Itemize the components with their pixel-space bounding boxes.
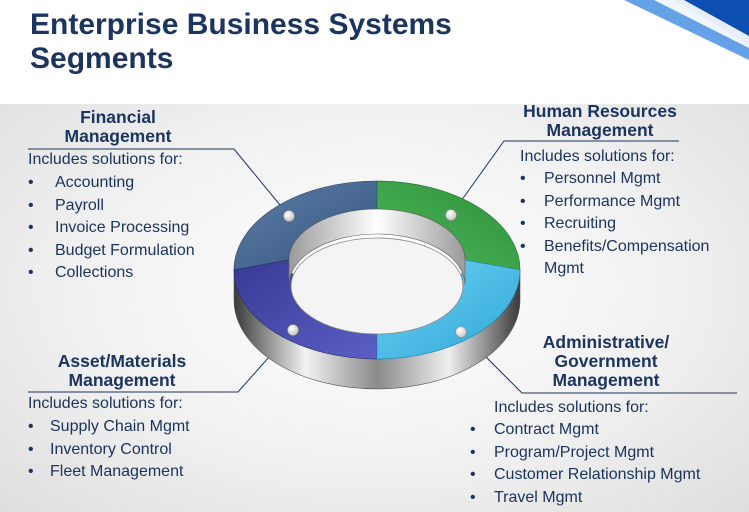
list-item: • Program/Project Mgmt <box>470 442 700 465</box>
bullet-icon: • <box>520 237 526 255</box>
list-item-text: Inventory Control <box>50 440 172 458</box>
bullet-icon: • <box>470 421 476 438</box>
admin-solution-list: • Contract Mgmt • Program/Project Mgmt • Cu… <box>470 419 700 509</box>
list-item-text: Personnel Mgmt <box>544 170 661 187</box>
list-item-continuation: Mgmt <box>520 258 709 281</box>
slide-title-line-2: Segments <box>30 42 174 75</box>
financial-heading-line: Management <box>64 126 172 146</box>
list-item: • Payroll <box>28 195 195 218</box>
list-item-text: Collections <box>55 264 134 281</box>
list-item: • Invoice Processing <box>28 217 195 240</box>
list-item-text: Contract Mgmt <box>494 421 599 438</box>
asset-dot <box>287 324 299 336</box>
corner-accent-white-stripe <box>654 0 749 48</box>
hr-heading-line: Management <box>546 120 654 140</box>
hr-heading: Human Resources Management <box>502 102 698 140</box>
corner-accent-graphic <box>624 0 749 60</box>
list-item-text: Fleet Management <box>50 463 184 480</box>
list-item: • Collections <box>28 262 195 285</box>
asset-solution-list: • Supply Chain Mgmt • Inventory Control • F… <box>28 416 190 484</box>
bullet-icon: • <box>470 443 476 461</box>
admin-heading-line: Government <box>554 351 658 371</box>
asset-heading-line: Management <box>68 370 176 390</box>
ring-inner-hole <box>290 237 464 335</box>
bullet-icon: • <box>470 466 476 483</box>
list-item-text: Travel Mgmt <box>494 488 583 506</box>
admin-heading: Administrative/ Government Management <box>526 333 686 390</box>
list-item-text: Budget Formulation <box>55 241 195 259</box>
admin-intro: Includes solutions for: <box>494 399 649 416</box>
financial-heading-line: Financial <box>80 107 156 127</box>
hr-heading-line: Human Resources <box>523 101 677 121</box>
asset-intro: Includes solutions for: <box>28 395 183 412</box>
admin-heading-line: Management <box>552 370 660 390</box>
bullet-icon: • <box>520 192 526 210</box>
list-item: • Supply Chain Mgmt <box>28 416 190 439</box>
ring-inner-wall <box>288 208 466 286</box>
bullet-icon: • <box>520 170 526 187</box>
admin-dot <box>455 326 467 338</box>
list-item-text: Benefits/Compensation <box>544 237 710 255</box>
bullet-icon: • <box>28 440 34 458</box>
list-item-text: Performance Mgmt <box>544 192 681 210</box>
list-item-text: Supply Chain Mgmt <box>50 418 190 435</box>
financial-heading: Financial Management <box>38 108 198 146</box>
list-item: • Recruiting <box>520 213 709 236</box>
bullet-icon: • <box>28 196 34 214</box>
asset-heading: Asset/Materials Management <box>36 352 208 390</box>
list-item-text: Customer Relationship Mgmt <box>494 466 701 483</box>
slide-title-line-1: Enterprise Business Systems <box>30 8 452 41</box>
list-item-text: Invoice Processing <box>55 219 190 236</box>
list-item: • Accounting <box>28 172 195 195</box>
list-item: • Fleet Management <box>28 461 190 484</box>
financial-intro: Includes solutions for: <box>28 151 183 168</box>
financial-dot <box>283 210 295 222</box>
bullet-icon: • <box>28 219 34 236</box>
bullet-icon: • <box>28 463 34 480</box>
financial-connector-line <box>28 148 290 217</box>
list-item: • Performance Mgmt <box>520 191 709 214</box>
slide-title: Enterprise Business Systems Segments <box>30 8 452 76</box>
admin-heading-line: Administrative/ <box>542 332 670 352</box>
list-item: • Budget Formulation <box>28 240 195 263</box>
list-item: • Contract Mgmt <box>470 419 700 442</box>
financial-solution-list: • Accounting • Payroll • Invoice Processing… <box>28 172 195 285</box>
list-item-text: Program/Project Mgmt <box>494 443 655 461</box>
bullet-icon: • <box>28 418 34 435</box>
list-item-text: Accounting <box>55 174 135 191</box>
hr-solution-list: • Personnel Mgmt • Performance Mgmt • Recru… <box>520 168 709 281</box>
bullet-icon: • <box>28 241 34 259</box>
hr-intro: Includes solutions for: <box>520 148 675 165</box>
list-item: • Customer Relationship Mgmt <box>470 464 700 487</box>
bullet-icon: • <box>470 488 476 506</box>
list-item-text: Recruiting <box>544 215 617 232</box>
bullet-icon: • <box>28 264 34 281</box>
bullet-icon: • <box>520 215 526 232</box>
hr-connector-line <box>450 140 679 216</box>
list-item: • Personnel Mgmt <box>520 168 709 191</box>
list-item-text: Payroll <box>55 196 104 214</box>
list-item-text: Mgmt <box>544 260 584 277</box>
list-item: • Travel Mgmt <box>470 487 700 510</box>
list-item: • Inventory Control <box>28 439 190 462</box>
asset-heading-line: Asset/Materials <box>57 351 187 371</box>
list-item: • Benefits/Compensation <box>520 236 709 259</box>
bullet-icon: • <box>28 174 34 191</box>
hr-dot <box>445 209 457 221</box>
